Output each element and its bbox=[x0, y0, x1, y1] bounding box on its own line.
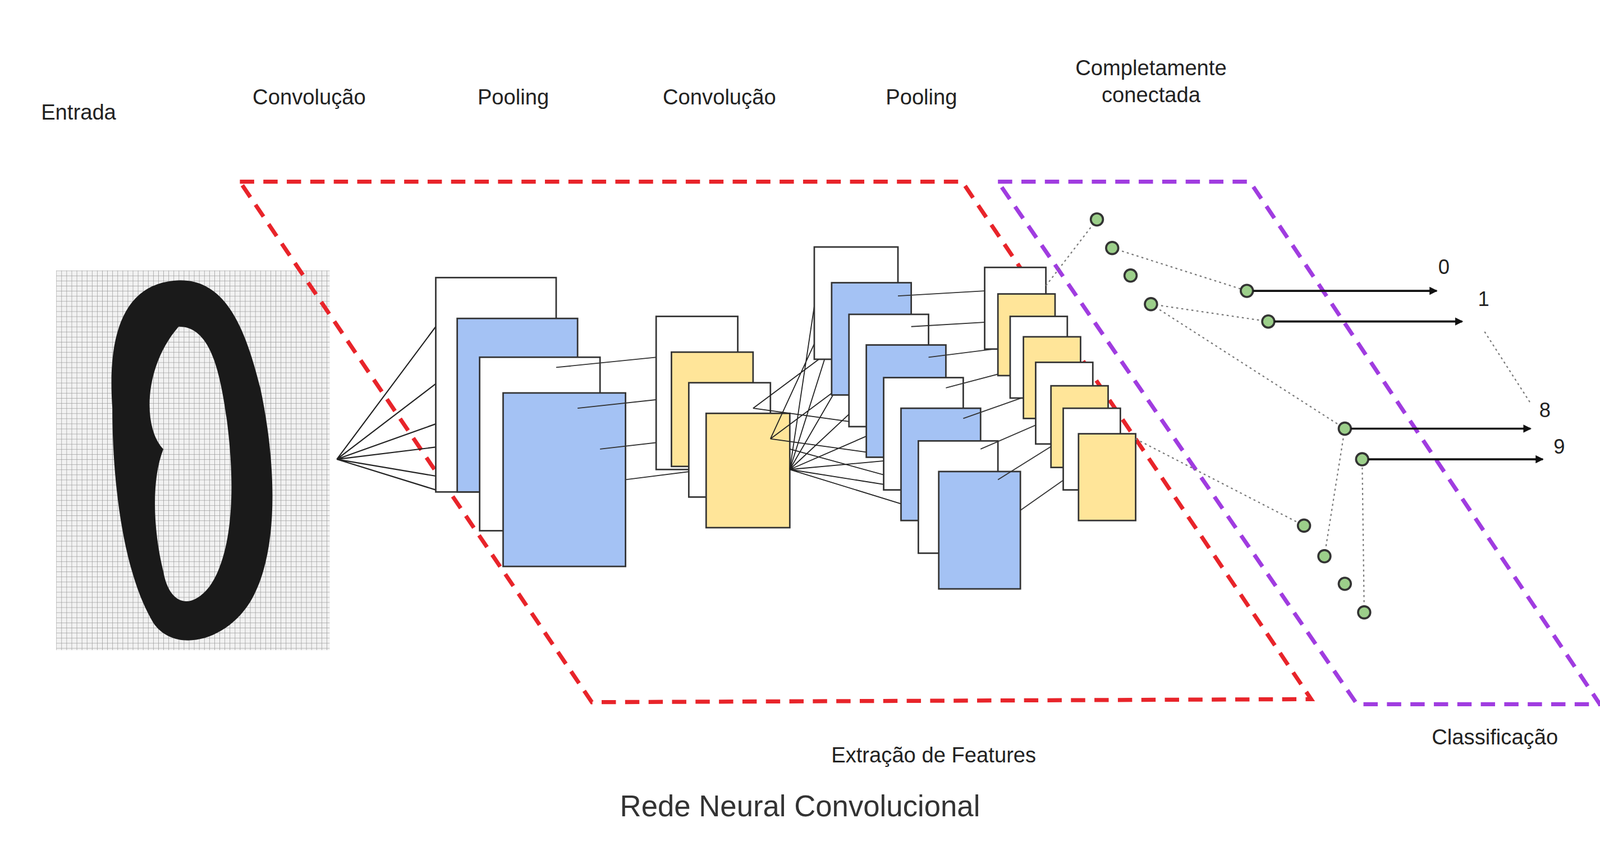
pool1-maps bbox=[656, 316, 790, 528]
layer-label: Convolução bbox=[662, 83, 777, 111]
input-grid bbox=[56, 270, 330, 650]
conv1-maps bbox=[435, 277, 626, 566]
layer-label: Pooling bbox=[885, 83, 957, 111]
class-label: 8 bbox=[1539, 397, 1551, 423]
layer-label: Completamente conectada bbox=[1048, 54, 1254, 109]
neurons bbox=[1090, 213, 1371, 619]
digit-zero bbox=[111, 280, 273, 640]
feature-region bbox=[239, 181, 1311, 703]
class-label: 1 bbox=[1478, 286, 1490, 312]
caption: Rede Neural Convolucional bbox=[620, 787, 981, 825]
dense-lines bbox=[1046, 219, 1531, 613]
layer-label: Pooling bbox=[477, 83, 549, 111]
input-label: Entrada bbox=[40, 98, 117, 126]
layer-label: Convolução bbox=[252, 83, 366, 111]
region-label: Classificação bbox=[1431, 723, 1558, 751]
class-label: 9 bbox=[1553, 434, 1565, 460]
output-arrows bbox=[1253, 290, 1543, 460]
classification-region bbox=[997, 181, 1600, 705]
pool2-maps bbox=[984, 267, 1136, 521]
region-label: Extração de Features bbox=[831, 741, 1036, 769]
class-label: 0 bbox=[1438, 254, 1450, 281]
